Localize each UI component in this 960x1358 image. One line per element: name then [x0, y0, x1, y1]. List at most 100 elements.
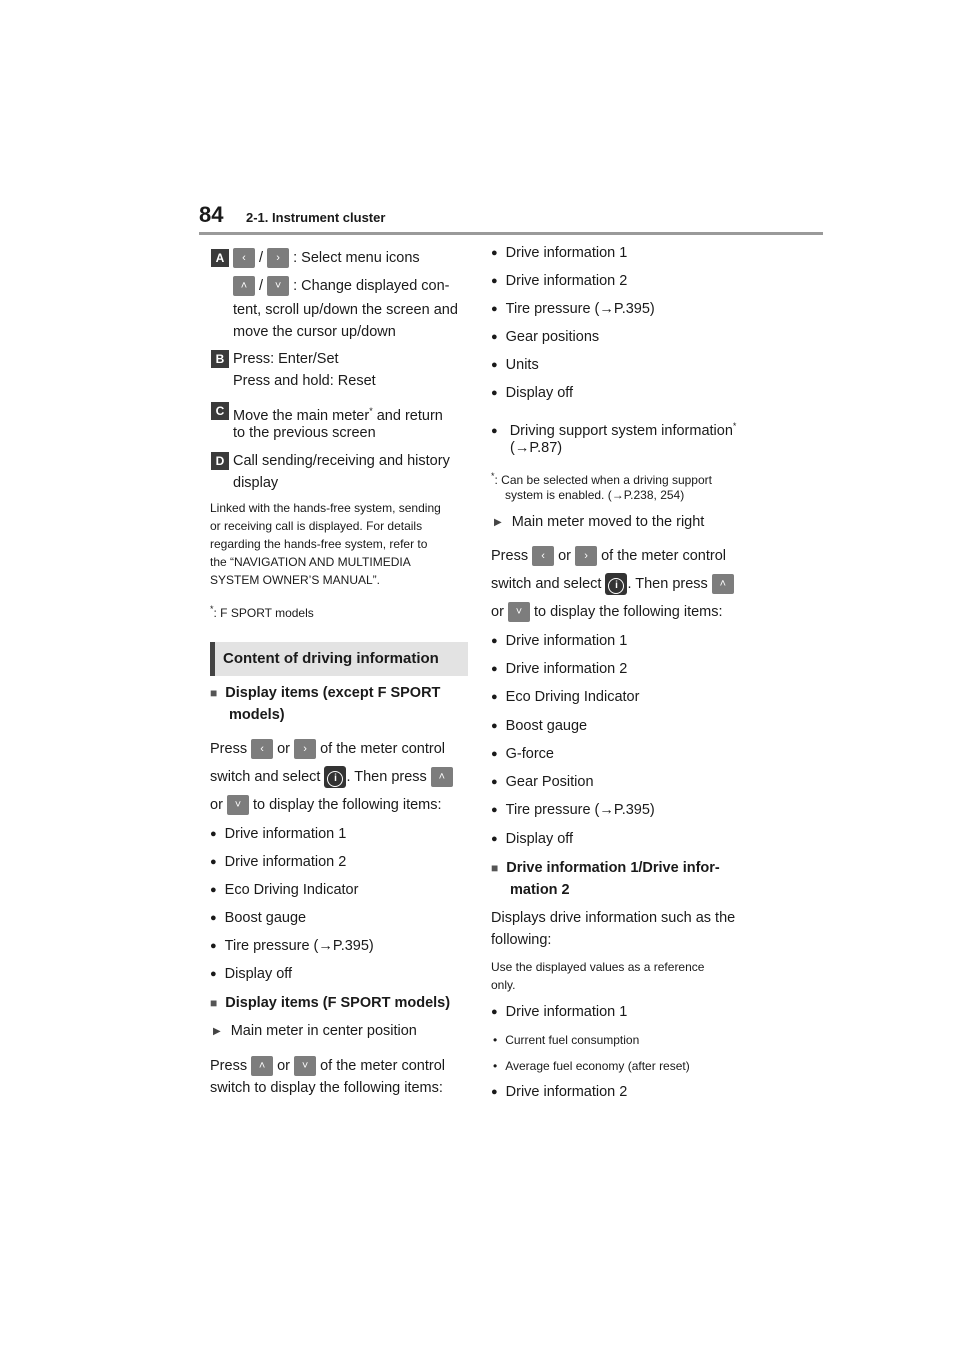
- then-press-text: . Then press: [627, 576, 712, 592]
- list-item: Boost gauge: [210, 907, 306, 929]
- fn-line2: system is enabled. (→P.238, 254): [505, 488, 685, 502]
- fn-line1: : Can be selected when a driving support: [494, 473, 712, 487]
- up-arrow-icon: ˄: [711, 574, 734, 595]
- d-line1: Call sending/receiving and history: [233, 453, 450, 469]
- or-line-2: or ˅ to display the following items:: [491, 601, 723, 623]
- list-item: Display off: [210, 963, 292, 985]
- up-arrow-icon: ˄: [430, 767, 453, 788]
- or2-text: or: [210, 797, 227, 813]
- info-icon: i: [605, 573, 628, 596]
- list-item: Units: [491, 354, 539, 376]
- select-line: switch and select i. Then press ˄: [210, 766, 453, 789]
- header-rule: [199, 232, 823, 235]
- driving-support-item: Driving support system information*: [491, 415, 737, 442]
- footnote-mark: *: [210, 604, 214, 614]
- c-line2: to the previous screen: [233, 425, 376, 441]
- a-line4: move the cursor up/down: [233, 324, 396, 340]
- info-glyph: i: [608, 578, 625, 595]
- list-item: Drive information 2: [491, 658, 628, 680]
- display-items-heading2: models): [229, 707, 285, 723]
- left-arrow-icon: ‹: [251, 739, 274, 760]
- press-text: Press: [491, 548, 533, 564]
- list-item: Display off: [491, 828, 573, 850]
- list-item: Drive information 2: [491, 270, 628, 292]
- display-items-heading: Display items (except F SPORT: [210, 682, 440, 704]
- list-item: Eco Driving Indicator: [210, 879, 359, 901]
- slash: /: [259, 250, 264, 266]
- switch-select-text: switch and select: [210, 769, 325, 785]
- press-text: Press: [210, 1058, 252, 1074]
- driving-support-sup: *: [732, 421, 737, 431]
- list-item: Tire pressure (→P.395): [491, 799, 655, 821]
- note-line: the “NAVIGATION AND MULTIMEDIA: [210, 555, 411, 569]
- driving-support-text: Driving support system information: [509, 422, 733, 439]
- content-heading: Content of driving information: [210, 642, 468, 676]
- or-line: or ˅ to display the following items:: [210, 794, 442, 816]
- of-meter-text: of the meter control: [597, 548, 726, 564]
- or-text: or: [273, 1058, 295, 1074]
- c-sup: *: [369, 406, 373, 416]
- label-b: B: [211, 350, 229, 368]
- note-line: or receiving call is displayed. For deta…: [210, 519, 423, 533]
- list-item: Drive information 1: [491, 1001, 628, 1023]
- of-meter-text: of the meter control: [316, 741, 445, 757]
- right-arrow-icon: ›: [294, 739, 317, 760]
- note-line: Linked with the hands-free system, sendi…: [210, 501, 441, 515]
- slash: /: [259, 278, 264, 294]
- sub-item: Average fuel economy (after reset): [493, 1057, 690, 1075]
- up-arrow-icon: ˄: [233, 276, 255, 297]
- center-position: Main meter in center position: [213, 1020, 417, 1043]
- note-line: SYSTEM OWNER’S MANUAL”.: [210, 573, 381, 587]
- press-line-2: Press ˄ or ˅ of the meter control: [210, 1055, 445, 1077]
- footnote-fsport: *: F SPORT models: [210, 600, 314, 622]
- left-arrow-icon: ‹: [532, 546, 555, 567]
- right-arrow-icon: ›: [267, 248, 290, 269]
- to-display-text: to display the following items:: [529, 604, 723, 620]
- to-display-text: to display the following items:: [248, 797, 442, 813]
- d-line2: display: [233, 475, 279, 491]
- of-meter-text: of the meter control: [316, 1058, 445, 1074]
- list-item: Gear Position: [491, 771, 594, 793]
- c-line1-text: Move the main meter: [233, 407, 370, 424]
- list-item: Drive information 1: [210, 823, 347, 845]
- drive-info-heading: Drive information 1/Drive infor-: [491, 857, 720, 879]
- press-line-3: Press ‹ or › of the meter control: [491, 545, 726, 567]
- down-arrow-icon: ˅: [226, 795, 249, 816]
- label-a: A: [211, 249, 229, 267]
- a-line2-text: : Change displayed con-: [293, 278, 450, 294]
- a-line1-text: : Select menu icons: [293, 250, 420, 266]
- ref-note2: only.: [491, 978, 516, 992]
- list-item: Tire pressure (→P.395): [491, 298, 655, 320]
- footnote-driving-support: *: Can be selected when a driving suppor…: [491, 467, 712, 489]
- press-line: Press ‹ or › of the meter control: [210, 738, 445, 760]
- label-d: D: [211, 452, 229, 470]
- list-item: Drive information 1: [491, 630, 628, 652]
- driving-support-ref: (→P.87): [510, 440, 563, 456]
- footnote-text: : F SPORT models: [213, 606, 314, 620]
- di-desc2: following:: [491, 932, 552, 948]
- right-arrow-icon: ›: [575, 546, 598, 567]
- then-press-text: . Then press: [346, 769, 431, 785]
- list-item: G-force: [491, 743, 554, 765]
- b-line2: Press and hold: Reset: [233, 373, 376, 389]
- label-c: C: [211, 402, 229, 420]
- c-line1-tail: and return: [372, 407, 443, 424]
- a-line2: ˄ / ˅ : Change displayed con-: [233, 275, 450, 297]
- note-line: regarding the hands-free system, refer t…: [210, 537, 428, 551]
- list-item: Eco Driving Indicator: [491, 686, 640, 708]
- list-item: Drive information 2: [491, 1081, 628, 1103]
- info-icon: i: [324, 766, 347, 789]
- select-line-2: switch and select i. Then press ˄: [491, 573, 734, 596]
- b-line1: Press: Enter/Set: [233, 351, 339, 367]
- up-arrow-icon: ˄: [251, 1056, 274, 1077]
- moved-right: Main meter moved to the right: [494, 511, 705, 534]
- press-text: Press: [210, 741, 252, 757]
- di-desc1: Displays drive information such as the: [491, 910, 736, 926]
- list-item: Display off: [491, 382, 573, 404]
- hands-free-note: Linked with the hands-free system, sendi…: [210, 499, 475, 589]
- c-line1: Move the main meter* and return: [233, 400, 443, 427]
- list-item: Drive information 2: [210, 851, 347, 873]
- left-arrow-icon: ‹: [233, 248, 255, 269]
- down-arrow-icon: ˅: [294, 1056, 317, 1077]
- switch-display-line: switch to display the following items:: [210, 1080, 443, 1096]
